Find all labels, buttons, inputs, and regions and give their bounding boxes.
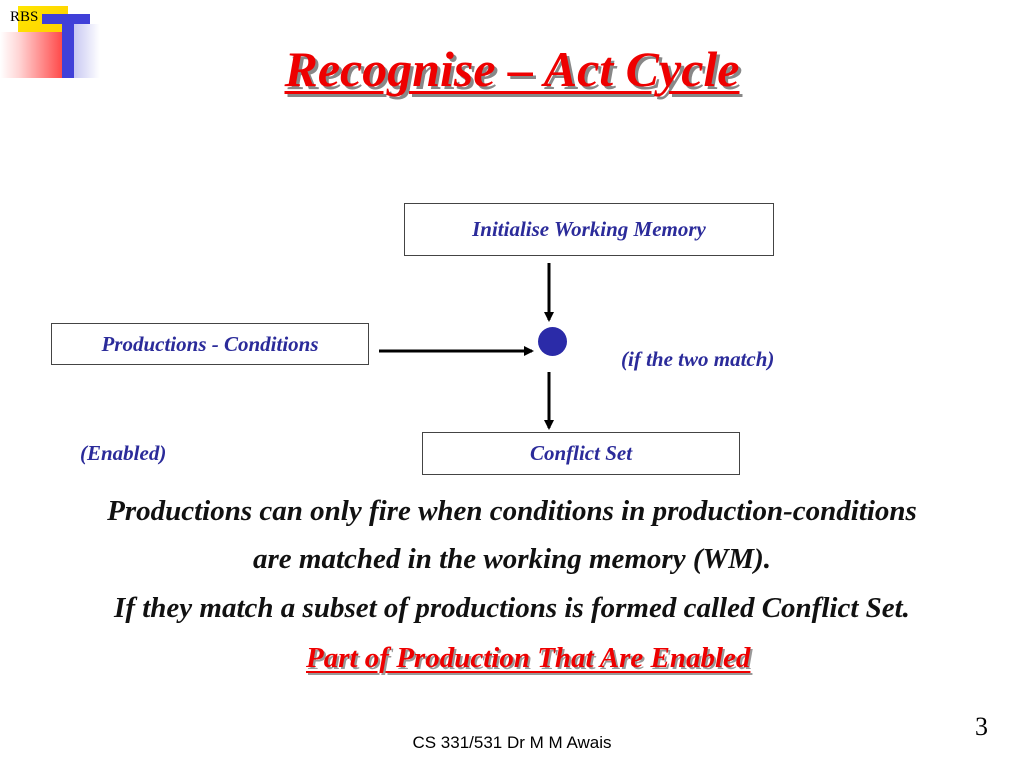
logo-blue-stem [62, 14, 74, 78]
productions-conditions-label: Productions - Conditions [101, 331, 319, 356]
logo-red-gradient-square [0, 32, 62, 78]
enabled-note: (Enabled) [80, 441, 167, 465]
init-working-memory-box: Initialise Working Memory [404, 203, 774, 256]
page-number: 3 [975, 712, 988, 741]
rbs-logo: RBS [0, 0, 100, 82]
productions-conditions-box: Productions - Conditions [51, 323, 369, 365]
logo-fade-square [74, 24, 100, 78]
body-line-2: are matched in the working memory (WM). [253, 543, 771, 575]
body-line-1: Productions can only fire when condition… [107, 495, 917, 527]
conflict-set-label: Conflict Set [529, 441, 633, 465]
slide-footer: CS 331/531 Dr M M Awais [412, 733, 612, 752]
init-working-memory-label: Initialise Working Memory [472, 217, 706, 241]
slide-title: Recognise – Act Cycle [284, 41, 740, 97]
body-line-3: If they match a subset of productions is… [114, 592, 910, 624]
enabled-productions-highlight: Part of Production That Are Enabled [306, 642, 751, 674]
conflict-set-box: Conflict Set [422, 432, 740, 475]
logo-label: RBS [10, 9, 39, 25]
match-node [538, 327, 567, 356]
match-note: (if the two match) [621, 347, 775, 371]
